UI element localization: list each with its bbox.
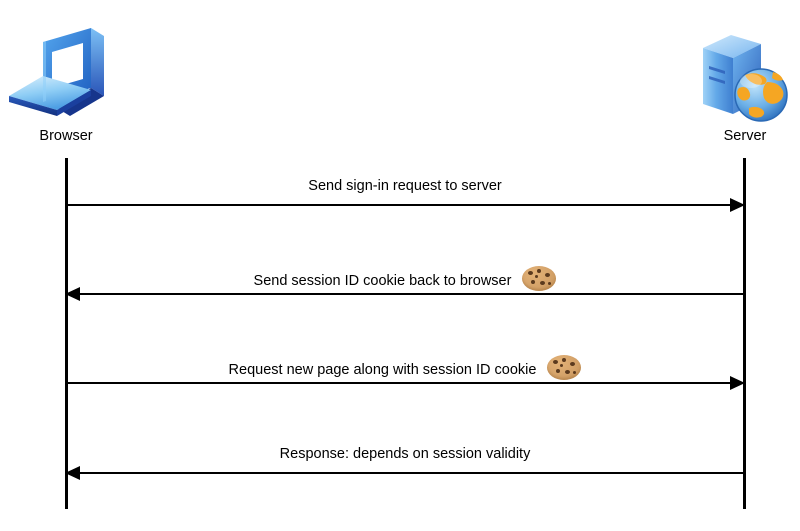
message-1-text: Send sign-in request to server [308, 178, 502, 194]
actor-server: Server [675, 22, 800, 145]
arrowhead-left-icon [65, 287, 80, 301]
server-globe-icon [703, 35, 788, 122]
message-1-label: Send sign-in request to server [66, 177, 744, 195]
message-4-label: Response: depends on session validity [66, 445, 744, 463]
cookie-icon [547, 355, 582, 385]
lifeline-server [743, 158, 746, 509]
message-1-line [66, 204, 744, 206]
message-4-text: Response: depends on session validity [279, 446, 531, 462]
message-2-line [66, 293, 744, 295]
message-2-text: Send session ID cookie back to browser [253, 273, 512, 289]
arrowhead-right-icon [730, 376, 745, 390]
cookie-icon [522, 266, 557, 296]
message-3-line [66, 382, 744, 384]
message-2-label: Send session ID cookie back to browser [66, 266, 744, 296]
laptop-icon [9, 28, 104, 116]
lifeline-browser [65, 158, 68, 509]
message-3-label: Request new page along with session ID c… [66, 355, 744, 385]
arrowhead-left-icon [65, 466, 80, 480]
actor-browser: Browser [0, 22, 136, 145]
actor-browser-label: Browser [39, 128, 93, 144]
actor-server-label: Server [723, 128, 767, 144]
message-4-line [66, 472, 744, 474]
message-3-text: Request new page along with session ID c… [228, 362, 537, 378]
arrowhead-right-icon [730, 198, 745, 212]
